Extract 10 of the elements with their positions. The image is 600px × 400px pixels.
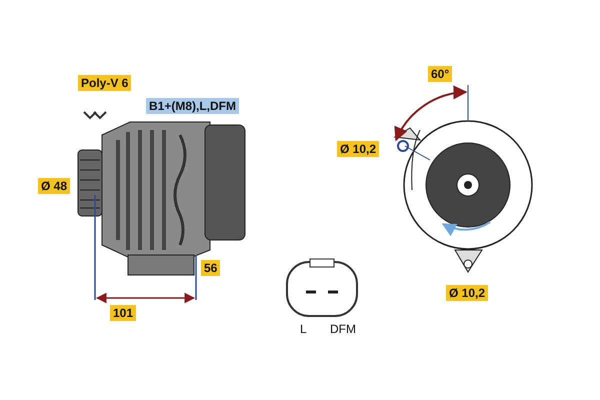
- dimension-label: Ø 48: [38, 178, 70, 194]
- dimension-label: 60°: [428, 66, 452, 82]
- dimension-label: Ø 10,2: [337, 141, 380, 157]
- dimension-label: Poly-V 6: [78, 75, 132, 91]
- pin-label: L: [299, 321, 308, 337]
- dimension-label: 101: [110, 305, 136, 321]
- dimension-label: Ø 10,2: [446, 285, 488, 301]
- dimension-label: B1+(M8),L,DFM: [146, 98, 239, 114]
- pin-label: DFM: [329, 321, 357, 337]
- dimension-label: 56: [201, 260, 220, 276]
